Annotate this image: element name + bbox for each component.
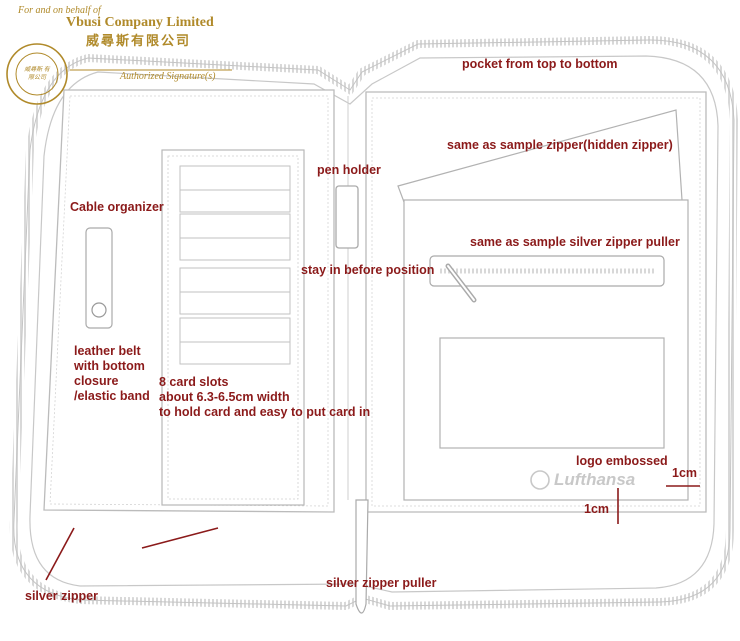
- leather-belt-line: closure: [74, 374, 119, 388]
- card-slots-line: 8 card slots: [159, 375, 229, 389]
- label-leather-belt: leather belt with bottom closure /elasti…: [74, 344, 150, 404]
- card-slots-line: about 6.3-6.5cm width: [159, 390, 290, 404]
- card-slots: [179, 165, 291, 365]
- label-stay-in: stay in before position: [301, 263, 435, 277]
- label-card-slots: 8 card slots about 6.3-6.5cm width to ho…: [159, 375, 370, 420]
- stamp-company-cn: 威尋斯有限公司: [86, 34, 192, 49]
- card-slot-panel: [161, 149, 305, 506]
- stamp-seal-text: 威尋斯 有限公司: [24, 67, 50, 81]
- label-pen-holder: pen holder: [317, 163, 381, 177]
- label-dim-1cm-b: 1cm: [584, 502, 610, 516]
- label-zipper-puller-silver: same as sample silver zipper puller: [470, 235, 680, 249]
- leather-belt-line: leather belt: [74, 344, 141, 358]
- label-silver-zipper-puller: silver zipper puller: [326, 576, 437, 590]
- leather-belt-line: with bottom: [74, 359, 145, 373]
- label-hidden-zipper: same as sample zipper(hidden zipper): [447, 138, 673, 152]
- lufthansa-logo: Lufthansa: [554, 470, 636, 489]
- label-dim-1cm-a: 1cm: [672, 466, 698, 480]
- leather-belt-line: /elastic band: [74, 389, 150, 403]
- pen-holder: [335, 185, 359, 249]
- card-window: [439, 337, 665, 449]
- stamp-company-en: Vbusi Company Limited: [66, 15, 214, 30]
- lufthansa-crane-icon: [530, 470, 550, 490]
- zipper-puller-drawing: [355, 499, 369, 614]
- stamp-signature: Authorized Signature(s): [120, 71, 216, 82]
- label-logo-embossed: logo embossed: [576, 454, 668, 468]
- company-seal-stamp: [6, 43, 68, 105]
- label-silver-zipper: silver zipper: [25, 589, 98, 603]
- label-cable-organizer: Cable organizer: [70, 200, 164, 214]
- card-slots-line: to hold card and easy to put card in: [159, 405, 371, 419]
- cable-organizer-strap: [85, 227, 113, 329]
- label-pocket: pocket from top to bottom: [462, 57, 618, 71]
- stamp-line1: For and on behalf of: [18, 5, 101, 16]
